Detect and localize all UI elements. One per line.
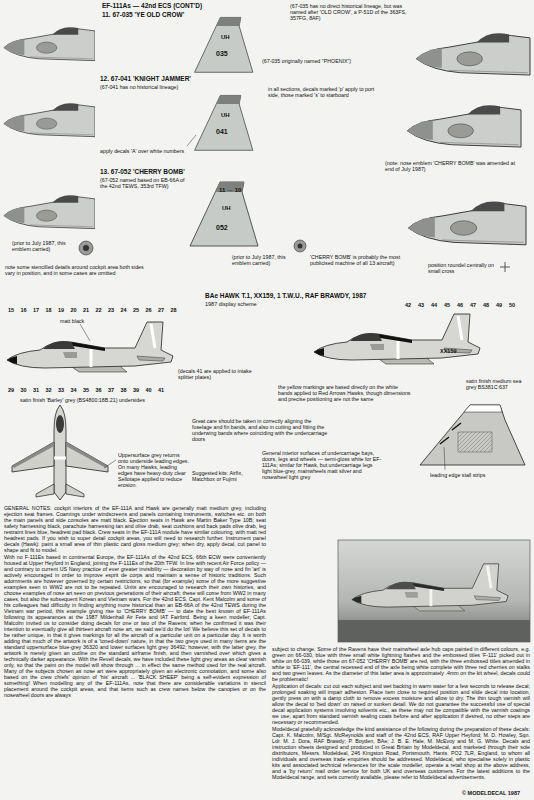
callout-number: 48 xyxy=(483,302,489,308)
callout-number: 38 xyxy=(121,387,127,393)
note: leading edge stall strips xyxy=(430,472,490,478)
callout-number: 18 xyxy=(46,307,52,313)
aircraft-heading: 12. 67-041 'KNIGHT JAMMER' xyxy=(100,75,191,82)
body-paragraph: With no F-111Es based in continental Eur… xyxy=(4,554,266,698)
callout-number: 40 xyxy=(146,387,152,393)
callout-number: 35 xyxy=(83,387,89,393)
callout-number: 21 xyxy=(83,307,89,313)
callout-number: 23 xyxy=(108,307,114,313)
note: (prior to July 1987, this emblem carried… xyxy=(12,240,80,252)
callout-number: 47 xyxy=(470,302,476,308)
aircraft-heading: BAe HAWK T.1, XX159, 1 T.W.U., RAF BRAWD… xyxy=(205,292,366,299)
callout-number: 39 xyxy=(133,387,139,393)
callout-number: 31 xyxy=(33,387,39,393)
note: the yellow markings are based directly o… xyxy=(278,384,413,402)
tail-code: UH xyxy=(221,34,230,41)
note: (decals 41 are applied to intake splitte… xyxy=(178,368,254,380)
note: (67-035 has no direct historical lineage… xyxy=(290,3,408,21)
callout-number: 41 xyxy=(158,387,164,393)
callout-number: 16 xyxy=(21,307,27,313)
aircraft-heading: 13. 67-052 'CHERRY BOMB' xyxy=(100,168,185,175)
callout-number: 43 xyxy=(418,302,424,308)
note: in all sections, decals marked 'p' apply… xyxy=(268,86,380,98)
body-paragraph: subject to change. Some of the Ravens ha… xyxy=(272,646,530,682)
note: General interior surfaces of undercarria… xyxy=(262,450,382,480)
colour-note: satin finish 'Barley' grey (BS4800:18B.2… xyxy=(20,397,200,403)
callout-number: 25 xyxy=(133,307,139,313)
text-column: GENERAL NOTES: cockpit interiors of the … xyxy=(4,505,266,699)
callout-number: 36 xyxy=(96,387,102,393)
callout-number: 32 xyxy=(46,387,52,393)
note: position roundel centrally on small cros… xyxy=(428,262,498,274)
callout-number: 46 xyxy=(457,302,463,308)
note: (note: nose emblem 'CHERRY BOMB' was ame… xyxy=(385,160,525,172)
callout-number: 17 xyxy=(33,307,39,313)
note: Suggested kits: Airfix, Matchbox or Fuji… xyxy=(192,470,252,482)
callout-number: 30 xyxy=(21,387,27,393)
body-paragraph: GENERAL NOTES: cockpit interiors of the … xyxy=(4,505,266,553)
callout-number: 28 xyxy=(171,307,177,313)
note: 1987 display scheme xyxy=(205,301,257,307)
copyright: © MODELDECAL 1987 xyxy=(462,790,520,796)
callout-number: 22 xyxy=(96,307,102,313)
callout-number: 20 xyxy=(71,307,77,313)
note: Uppersurface grey returns onto underside… xyxy=(118,452,190,488)
note: 'CHERRY BOMB' is probably the most publi… xyxy=(310,254,415,266)
note: (67-035 originally named "PHOENIX") xyxy=(262,58,357,64)
callout-number: 29 xyxy=(8,387,14,393)
tail-number: 041 xyxy=(216,128,228,136)
body-paragraph: Modeldecal gratefully acknowledge the ki… xyxy=(272,726,530,780)
callout-number: 49 xyxy=(496,302,502,308)
callout-number: 19 xyxy=(58,307,64,313)
callout-number: 37 xyxy=(108,387,114,393)
serial: XX159 xyxy=(440,348,457,354)
note: apply decals 'A' over white numbers xyxy=(100,148,185,154)
tail-number: 11 → 10 xyxy=(219,187,241,194)
colour-note: satin finish medium sea grey BS381C:637 xyxy=(466,378,532,390)
note: Great care should be taken in correctly … xyxy=(192,418,332,442)
callout-number: 50 xyxy=(509,302,515,308)
note: note some stencilled details around cock… xyxy=(5,264,155,276)
callout-number: 33 xyxy=(58,387,64,393)
tail-code: UH xyxy=(222,205,231,212)
callout-number: 44 xyxy=(431,302,437,308)
callout-number: 42 xyxy=(405,302,411,308)
aircraft-heading: 11. 67-035 'YE OLD CROW' xyxy=(102,11,184,18)
tail-number: 052 xyxy=(216,224,228,232)
sheet-title: EF-111As — 42nd ECS (CONT'D) xyxy=(102,2,202,9)
callout-number: 45 xyxy=(444,302,450,308)
tail-number: 035 xyxy=(216,50,228,58)
callout-number: 27 xyxy=(158,307,164,313)
text-column: subject to change. Some of the Ravens ha… xyxy=(272,646,530,781)
callout-number: 24 xyxy=(121,307,127,313)
note: (67-041 has no historical lineage) xyxy=(100,84,185,90)
colour-note: matt black xyxy=(60,318,110,324)
callout-number: 34 xyxy=(71,387,77,393)
tail-code: UH xyxy=(221,112,230,119)
callout-number: 26 xyxy=(146,307,152,313)
body-paragraph: Application of decals: cut out each subj… xyxy=(272,683,530,725)
note: (prior to July 1987, this emblem carried… xyxy=(232,254,298,266)
note: (67-052 named based on EB-66A of the 42n… xyxy=(100,177,188,189)
callout-number: 15 xyxy=(8,307,14,313)
